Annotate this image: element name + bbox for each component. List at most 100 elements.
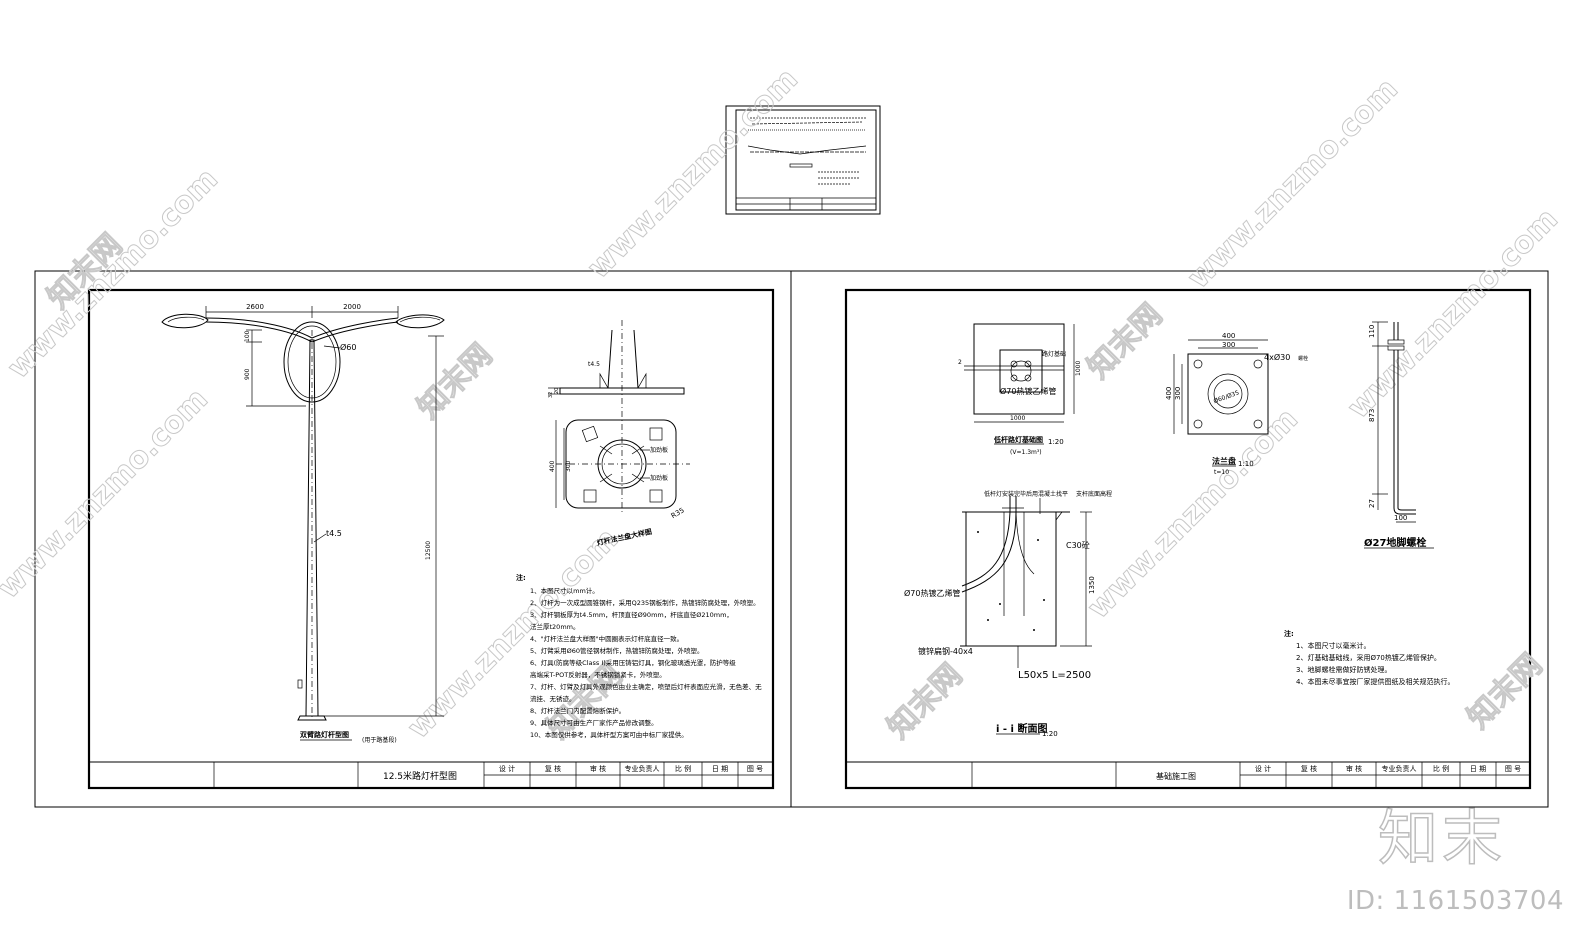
plan-scale: 1:20 — [1048, 438, 1064, 446]
section-concrete: C30砼 — [1066, 540, 1090, 550]
plan-dim-1000-bottom: 1000 — [1010, 415, 1025, 422]
section-label-a: 低杆灯安装完毕后用混凝土找平 — [984, 490, 1068, 498]
left-tb-header: 图 号 — [747, 765, 763, 773]
svg-text:知末网: 知末网 — [881, 657, 969, 745]
overview-thumbnail — [725, 105, 881, 215]
right-tb-header: 比 例 — [1433, 764, 1449, 773]
left-note-line: 6、灯具(防腐等级Class I)采用压铸铝灯具，钢化玻璃透光罩，防护等级 — [530, 658, 736, 667]
foundation-plan: 2 路灯基础 1000 1000 Ø70热镀乙烯管 低杆路灯基础图 1:20 (… — [958, 323, 1082, 456]
right-tb-header: 设 计 — [1255, 764, 1271, 773]
svg-text:知末网: 知末网 — [1081, 297, 1169, 385]
left-note-line: 4、"灯杆法兰盘大样图"中圆圈表示灯杆底直径一致。 — [530, 634, 683, 643]
flange-dim-400: 400 — [549, 460, 556, 472]
bolt-dim-873: 873 — [1368, 409, 1376, 422]
svg-text:www.znzmo.com: www.znzmo.com — [0, 382, 215, 606]
plan-dim-1000-side: 1000 — [1075, 361, 1082, 376]
flange-label-a: 加劲板 — [650, 446, 668, 454]
left-tb-header: 专业负责人 — [625, 764, 660, 773]
dim-top: 100 — [244, 330, 251, 342]
section-ground-wire: 镀锌扁钢-40x4 — [918, 646, 973, 656]
left-tb-header: 设 计 — [499, 764, 515, 773]
plan-caption: 低杆路灯基础图 — [993, 435, 1043, 444]
plan-volume: (V=1.3m³) — [1010, 449, 1042, 456]
plan-dim-2: 2 — [958, 359, 962, 366]
plate-scale: 1:10 — [1238, 460, 1254, 468]
left-tb-header: 复 核 — [545, 764, 561, 773]
left-tb-header: 比 例 — [675, 764, 691, 773]
pole-caption: 双臂路灯杆型图 — [300, 730, 349, 739]
bolt-caption: Ø27地脚螺栓 — [1364, 536, 1426, 549]
flange-dim-r: R35 — [670, 506, 686, 520]
left-note-line: 5、灯臂采用Ø60管径钢材制作，热镀锌防腐处理，外喷塑。 — [530, 646, 704, 655]
bolt-dim-27: 27 — [1368, 499, 1376, 508]
flange-dim-32: 32 — [548, 392, 554, 398]
pole-caption-note: (用于路基段) — [362, 736, 397, 744]
svg-text:www.znzmo.com: www.znzmo.com — [1341, 202, 1565, 426]
right-notes: 注: 1、本图尺寸以毫米计。 2、灯基础基础线，采用Ø70热镀乙烯管保护。 3、… — [1284, 629, 1454, 686]
right-notes-head: 注: — [1284, 629, 1294, 638]
anchor-bolt: 110 873 27 100 Ø27地脚螺栓 — [1364, 321, 1434, 549]
brand-logo: 知末 — [1377, 803, 1506, 875]
dim-arm-right: 2000 — [343, 303, 361, 311]
flange-dim-t: t4.5 — [588, 361, 600, 368]
right-tb-header: 审 核 — [1346, 764, 1362, 773]
plate-dim-400-side: 400 — [1165, 387, 1173, 400]
svg-text:www.znzmo.com: www.znzmo.com — [1181, 72, 1405, 296]
right-tb-header: 专业负责人 — [1382, 764, 1417, 773]
right-title-block: 基础施工图 设 计 复 核 审 核 专业负责人 比 例 日 期 图 号 — [846, 761, 1530, 788]
section-caption: i - i 断面图 — [996, 722, 1047, 735]
foundation-section: 低杆灯安装完毕后用混凝土找平 支杆底面高程 C30砼 1350 Ø70热镀乙烯管… — [904, 490, 1112, 738]
plate-holes: 4xØ30 — [1264, 352, 1290, 362]
left-note-line: 9、具体尺寸可由生产厂家作产品修改调整。 — [530, 718, 658, 727]
left-notes: 注: 1、本图尺寸以mm计。 2、灯杆为一次成型圆锥钢杆，采用Q235钢板制作，… — [516, 573, 762, 739]
svg-text:知末网: 知末网 — [411, 337, 499, 425]
left-note-line: 8、灯杆法兰门内配置熔断保护。 — [530, 706, 625, 715]
left-title-block: 12.5米路灯杆型图 设 计 复 核 审 核 专业负责人 比 例 日 期 图 号 — [89, 761, 773, 788]
dim-height: 12500 — [425, 541, 432, 560]
anchor-plate: 400 300 400 300 4xØ30 螺栓 Ø60/Ø35 法兰盘 1:1… — [1165, 332, 1308, 476]
right-note-line: 4、本图未尽事宜按厂家提供图纸及相关规范执行。 — [1296, 677, 1454, 686]
right-sheet-title: 基础施工图 — [1156, 771, 1196, 781]
dim-900: 900 — [244, 368, 251, 380]
flange-label-b: 加劲板 — [650, 474, 668, 482]
left-note-line: 流挂、无锈迹。 — [530, 694, 576, 703]
plate-dim-400: 400 — [1222, 332, 1235, 340]
section-conduit: Ø70热镀乙烯管 — [904, 588, 960, 598]
bolt-dim-100: 100 — [1394, 514, 1407, 522]
flange-detail: t4.5 20 32 400 300 加劲板 加劲板 R35 灯杆法兰盘大样图 — [548, 320, 690, 547]
plate-caption: 法兰盘 — [1212, 456, 1236, 466]
dim-thickness: t4.5 — [326, 529, 342, 538]
left-note-line: 法兰厚t20mm。 — [530, 622, 579, 631]
left-note-line: 2、灯杆为一次成型圆锥钢杆，采用Q235钢板制作，热镀锌防腐处理，外喷塑。 — [530, 598, 760, 607]
section-angle: L50x5 L=2500 — [1018, 670, 1091, 681]
right-tb-header: 复 核 — [1301, 764, 1317, 773]
plate-t: t=10 — [1214, 469, 1229, 476]
left-sheet-title: 12.5米路灯杆型图 — [383, 770, 457, 782]
right-note-line: 1、本图尺寸以毫米计。 — [1296, 641, 1370, 650]
left-note-line: 7、灯杆、灯臂及灯具外观颜色由业主确定，喷塑后灯杆表面应光滑，无色差、无 — [530, 682, 762, 691]
svg-text:www.znzmo.com: www.znzmo.com — [581, 62, 805, 286]
plate-holes-suffix: 螺栓 — [1298, 355, 1308, 362]
plan-conduit: Ø70热镀乙烯管 — [1000, 386, 1056, 396]
plate-dim-300: 300 — [1222, 341, 1235, 349]
left-note-line: 3、灯杆钢板厚为t4.5mm，杆顶直径Ø90mm，杆底直径Ø210mm， — [530, 610, 733, 619]
svg-text:www.znzmo.com: www.znzmo.com — [1081, 402, 1305, 626]
right-sheet-border — [844, 288, 1532, 790]
plate-center: Ø60/Ø35 — [1213, 389, 1241, 405]
left-note-line: 高端采T-POT反射器，不锈钢锁紧卡，外喷塑。 — [530, 670, 666, 679]
pole-elevation: 2600 2000 100 900 Ø60 t4.5 12500 双臂路灯杆型图… — [161, 303, 445, 744]
plate-dim-300-side: 300 — [1174, 387, 1182, 400]
plan-label: 路灯基础 — [1042, 350, 1066, 358]
flange-dim-300: 300 — [565, 460, 572, 472]
left-tb-header: 审 核 — [590, 764, 606, 773]
dim-ring: Ø60 — [340, 342, 356, 352]
dim-arm-left: 2600 — [246, 303, 264, 311]
bolt-dim-110: 110 — [1368, 325, 1376, 338]
right-note-line: 3、地脚螺栓需做好防锈处理。 — [1296, 665, 1391, 674]
right-tb-header: 日 期 — [1470, 765, 1486, 773]
asset-id-label: ID: 1161503704 — [1346, 886, 1564, 916]
svg-text:知末网: 知末网 — [1461, 647, 1549, 735]
left-note-line: 1、本图尺寸以mm计。 — [530, 586, 599, 595]
left-notes-head: 注: — [516, 573, 526, 582]
